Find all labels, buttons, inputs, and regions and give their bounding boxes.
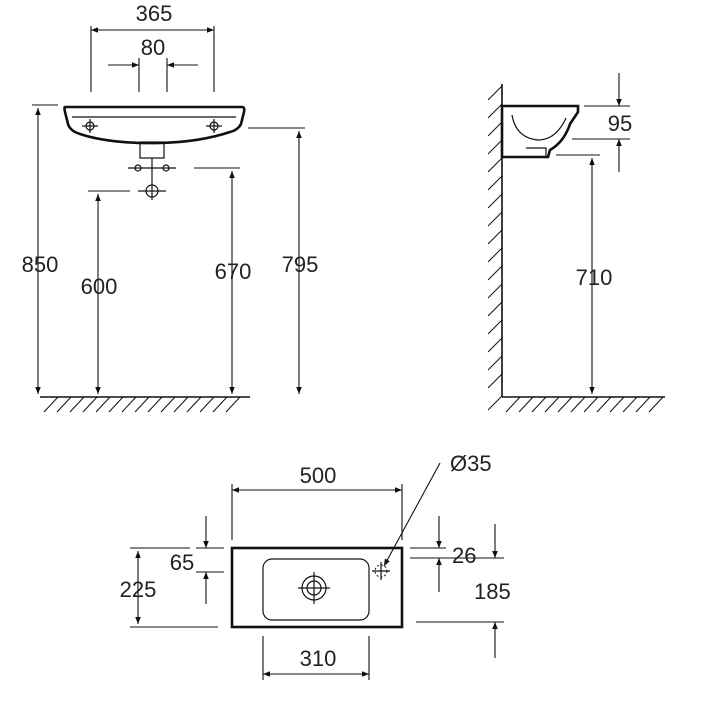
dim-600: 600 — [81, 274, 118, 299]
dim-95: 95 — [608, 111, 632, 136]
dim-795: 795 — [282, 252, 319, 277]
side-basin-waste — [526, 147, 547, 157]
dim-65: 65 — [170, 550, 194, 575]
top-waste-outlet — [298, 572, 330, 604]
side-floor-hatch — [505, 396, 664, 413]
dim-310: 310 — [300, 646, 337, 671]
dim-185: 185 — [474, 579, 511, 604]
side-basin-outline — [500, 104, 580, 159]
front-tap-holes — [82, 119, 222, 133]
top-basin-outline — [230, 546, 404, 629]
top-tap-hole — [372, 562, 390, 580]
front-waste-trap — [128, 141, 176, 200]
dim-670: 670 — [215, 259, 252, 284]
side-view: 95 710 — [487, 73, 665, 413]
top-basin-bowl — [262, 558, 370, 621]
dim-80: 80 — [141, 35, 165, 60]
front-view: 365 80 850 600 670 795 — [22, 1, 319, 413]
dim-225: 225 — [120, 577, 157, 602]
dim-710: 710 — [576, 265, 613, 290]
dim-850: 850 — [22, 252, 59, 277]
front-floor-hatch — [43, 396, 241, 413]
dim-26: 26 — [452, 543, 476, 568]
dim-500: 500 — [300, 463, 337, 488]
dim-hole-diameter: Ø35 — [450, 451, 492, 476]
front-basin-outline — [63, 105, 246, 145]
side-basin-bowl — [511, 114, 567, 141]
side-wall-hatch — [487, 85, 503, 411]
dim-365: 365 — [136, 1, 173, 26]
top-view: 500 Ø35 65 225 26 185 310 — [120, 451, 511, 680]
